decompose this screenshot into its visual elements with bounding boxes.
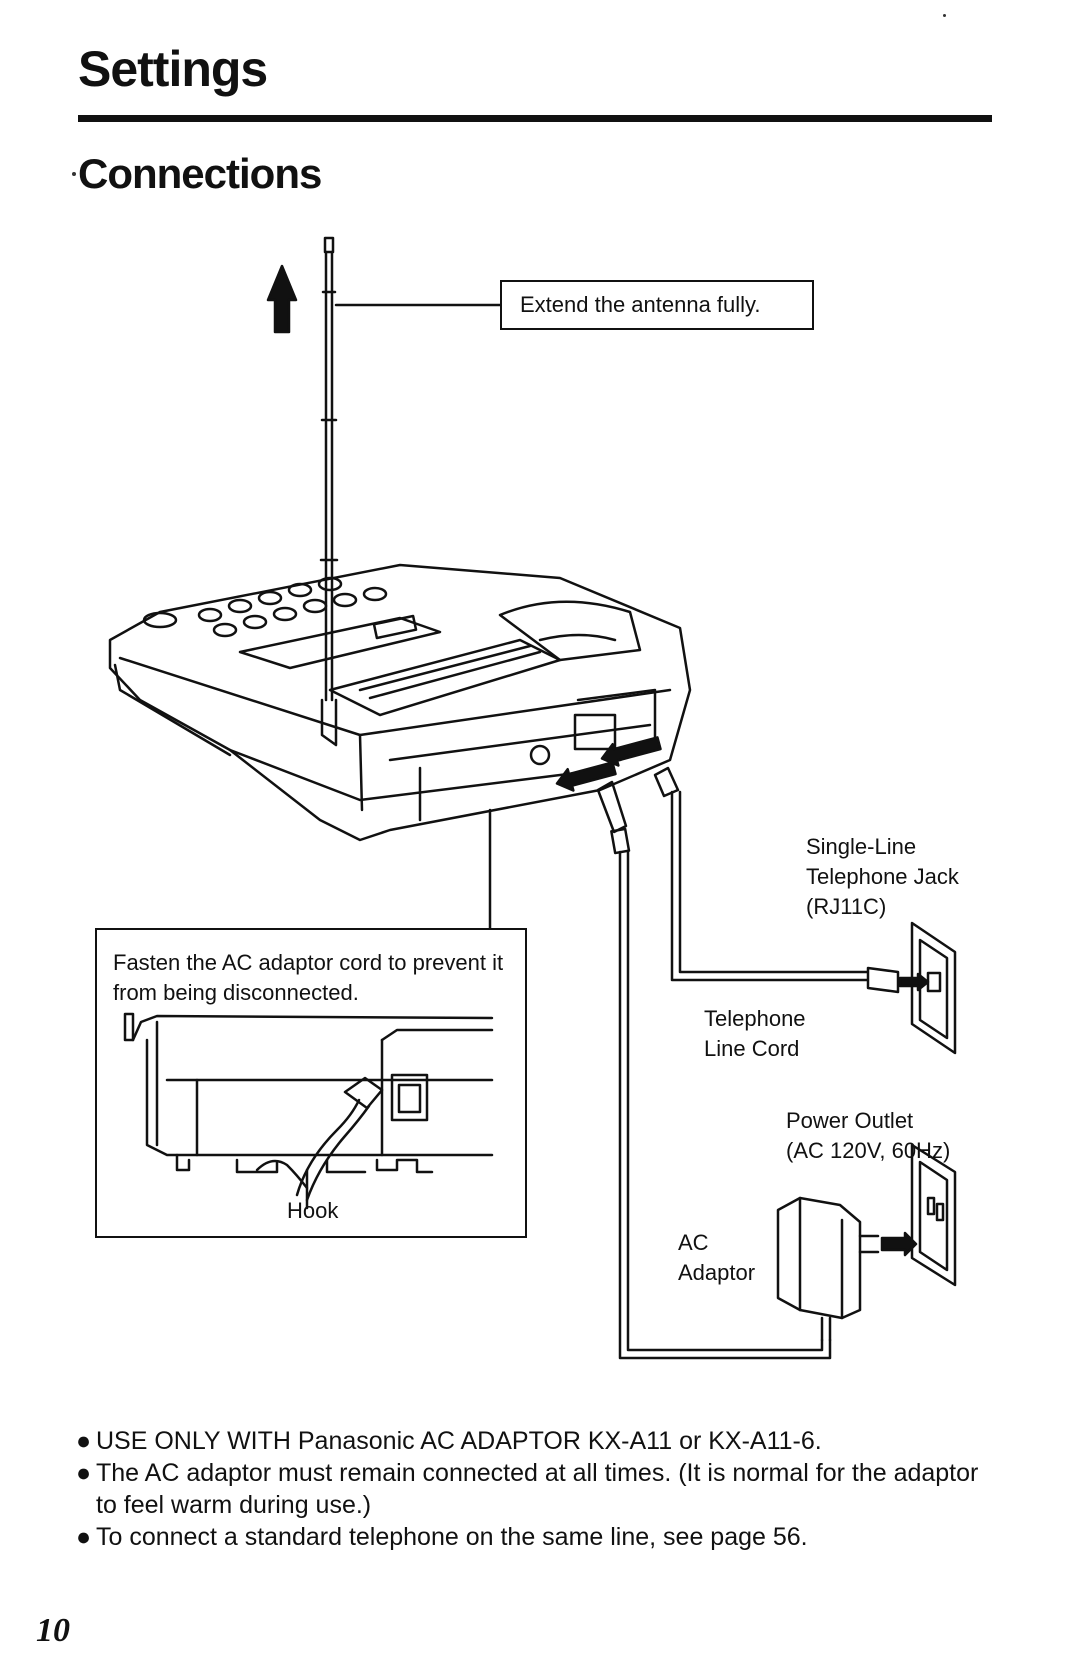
usage-notes: ●USE ONLY WITH Panasonic AC ADAPTOR KX-A…: [76, 1425, 1006, 1553]
wall-jack-icon: [910, 921, 957, 1055]
outlet-label: Power Outlet (AC 120V, 60Hz): [786, 1108, 951, 1163]
base-side-view-icon: [123, 1012, 494, 1210]
title-rule: [78, 115, 992, 122]
section-title: Settings: [78, 41, 268, 97]
power-outlet-icon: [910, 1143, 957, 1287]
up-arrow-icon: [266, 264, 298, 334]
adaptor-label: AC Adaptor: [678, 1230, 756, 1285]
note-item: ●To connect a standard telephone on the …: [76, 1523, 808, 1551]
antenna-icon: [319, 236, 339, 747]
jack-label: Single-Line Telephone Jack (RJ11C): [806, 834, 959, 919]
line-cord-label: Telephone Line Cord: [704, 1006, 806, 1061]
antenna-callout: Extend the antenna fully.: [500, 280, 814, 330]
stray-dot: [72, 172, 76, 176]
telephone-base-icon: [108, 563, 692, 842]
stray-dot: [943, 14, 946, 17]
ac-adaptor-icon: [776, 1196, 880, 1342]
note-item: ●USE ONLY WITH Panasonic AC ADAPTOR KX-A…: [76, 1427, 822, 1455]
bullet-icon: ●: [76, 1523, 92, 1551]
bullet-icon: ●: [76, 1427, 92, 1455]
page-number: 10: [36, 1612, 70, 1649]
bullet-icon: ●: [76, 1459, 92, 1487]
hook-label: Hook: [287, 1198, 339, 1223]
fasten-note-box: Fasten the AC adaptor cord to prevent it…: [95, 928, 527, 1238]
fasten-note: Fasten the AC adaptor cord to prevent it…: [113, 950, 504, 1005]
subsection-title: Connections: [78, 150, 322, 197]
note-item: ●The AC adaptor must remain connected at…: [76, 1459, 979, 1519]
